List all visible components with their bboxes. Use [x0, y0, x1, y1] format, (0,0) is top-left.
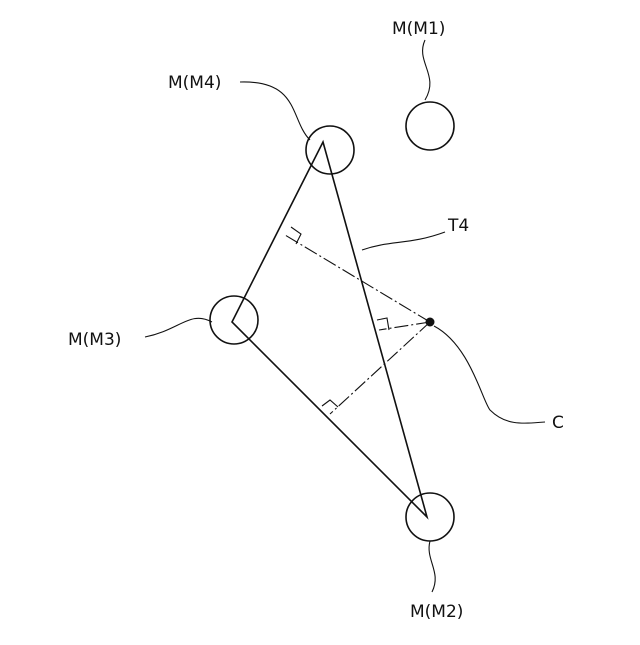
leader-m4 [240, 82, 310, 140]
marker-circle-m2 [406, 493, 454, 541]
label-m3: M(M3) [68, 330, 121, 350]
marker-circle-m3 [210, 296, 258, 344]
label-m1: M(M1) [392, 19, 445, 39]
center-point-c [426, 318, 435, 327]
label-m2: M(M2) [410, 602, 463, 622]
leader-m1 [423, 40, 430, 100]
marker-circle-m1 [406, 102, 454, 150]
leader-m3 [145, 318, 212, 337]
label-t4: T4 [447, 216, 469, 236]
label-m4: M(M4) [168, 73, 221, 93]
label-c: C [552, 413, 564, 433]
right-angle-mark-3 [322, 400, 338, 407]
leader-m2 [429, 541, 435, 592]
perpendicular-to-m4-m3 [285, 235, 430, 322]
leader-c [434, 326, 545, 423]
triangle-t4 [232, 142, 427, 517]
leader-t4 [362, 232, 445, 250]
right-angle-mark-2 [377, 318, 389, 330]
perpendicular-to-m3-m2 [330, 322, 430, 414]
